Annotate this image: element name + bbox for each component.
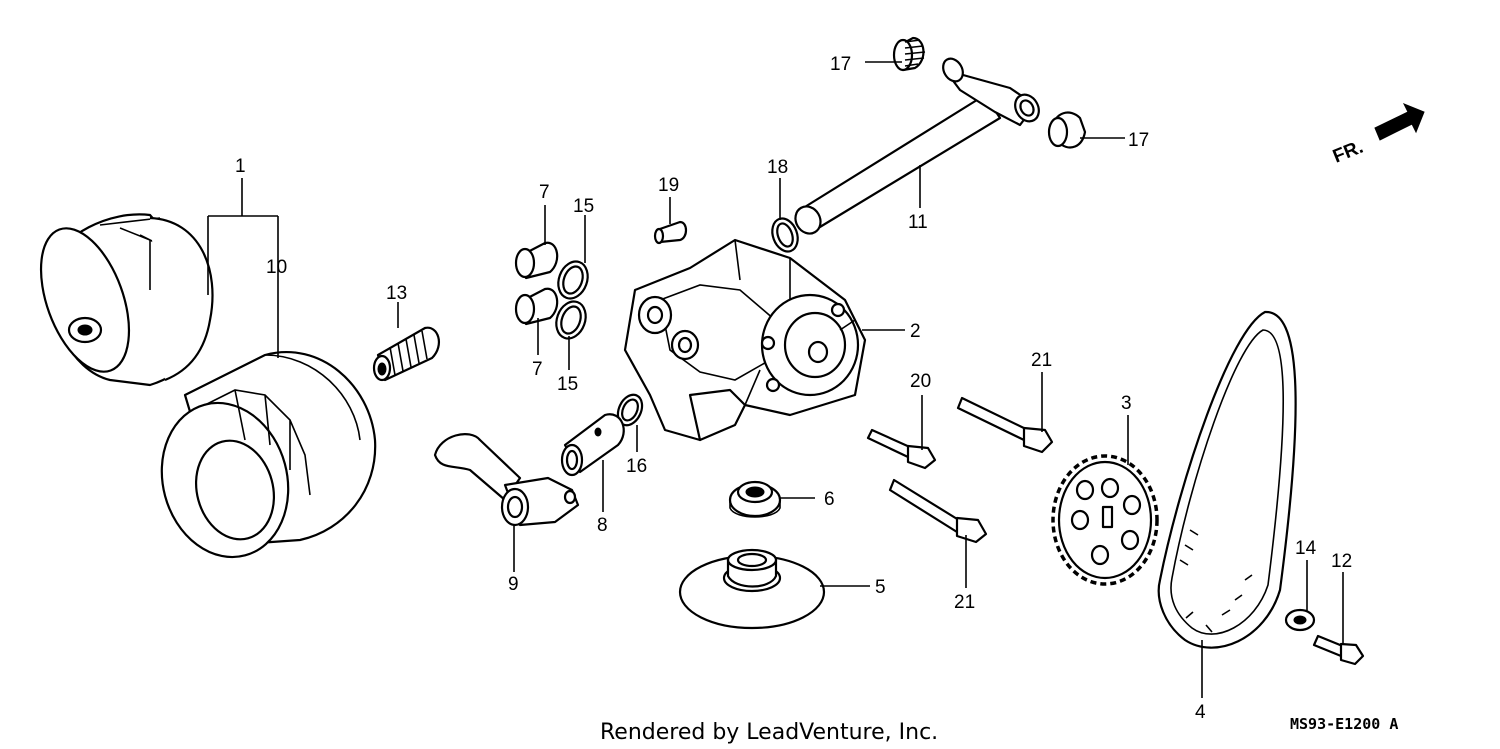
part-10-oil-filter — [160, 351, 377, 559]
part-3-driven-sprocket — [1051, 454, 1159, 586]
callout-13: 13 — [386, 283, 407, 304]
front-direction-label: FR. — [1330, 137, 1366, 168]
part-7-collar-lower — [514, 287, 559, 326]
part-14-washer — [1284, 608, 1316, 632]
callout-2: 2 — [910, 321, 921, 342]
part-11-oil-pipe — [794, 57, 1040, 235]
callout-10: 10 — [266, 257, 287, 278]
callout-7-upper: 7 — [539, 182, 550, 203]
part-17-o-ring-lower — [1047, 111, 1087, 149]
part-18-o-ring — [771, 217, 799, 253]
callout-21-lower: 21 — [954, 592, 975, 613]
callout-6: 6 — [824, 489, 835, 510]
part-12-bolt — [1312, 634, 1365, 666]
diagram-code: MS93-E1200 A — [1290, 715, 1398, 733]
part-9-oil-strainer — [433, 433, 580, 527]
callout-5: 5 — [875, 577, 886, 598]
callout-11: 11 — [908, 212, 928, 233]
callout-20: 20 — [910, 371, 931, 392]
part-8-joint-collar — [560, 413, 625, 477]
callout-3: 3 — [1121, 393, 1132, 414]
leader-lines — [207, 61, 1344, 698]
part-13-oil-bolt — [372, 326, 441, 382]
callout-15-lower: 15 — [557, 374, 578, 395]
part-7-collar-upper — [514, 241, 559, 280]
callout-15-upper: 15 — [573, 196, 594, 217]
callout-1: 1 — [235, 156, 246, 177]
callout-17-upper: 17 — [830, 54, 851, 75]
part-17-o-ring-upper — [892, 36, 926, 72]
part-20-bolt — [866, 428, 937, 470]
callout-18: 18 — [767, 157, 788, 178]
part-15-o-ring-upper — [557, 260, 589, 300]
callout-7-lower: 7 — [532, 359, 543, 380]
callout-21-upper: 21 — [1031, 350, 1052, 371]
part-21-bolt-upper — [956, 396, 1054, 454]
front-direction-arrow-icon — [1374, 103, 1425, 141]
callout-4: 4 — [1195, 702, 1206, 723]
callout-labels: 1 2 3 4 5 6 7 7 8 9 10 11 12 13 14 15 15… — [235, 54, 1352, 723]
part-16-o-ring — [616, 393, 644, 427]
part-1-oil-filter-cover — [39, 213, 214, 387]
part-4-oil-pump-chain — [1157, 310, 1297, 649]
part-15-o-ring-lower — [555, 300, 587, 340]
part-19-dowel-pin — [653, 220, 688, 245]
callout-9: 9 — [508, 574, 519, 595]
part-6-oil-seal — [728, 480, 782, 518]
part-21-bolt-lower — [888, 478, 988, 544]
rendered-by-credit: Rendered by LeadVenture, Inc. — [600, 720, 938, 745]
callout-12: 12 — [1331, 551, 1352, 572]
callout-14: 14 — [1295, 538, 1317, 559]
callout-16: 16 — [626, 456, 647, 477]
callout-17-lower: 17 — [1128, 130, 1149, 151]
callout-8: 8 — [597, 515, 608, 536]
part-2-oil-pump — [623, 238, 867, 442]
callout-19: 19 — [658, 175, 679, 196]
part-5-guide-plate — [678, 548, 826, 630]
